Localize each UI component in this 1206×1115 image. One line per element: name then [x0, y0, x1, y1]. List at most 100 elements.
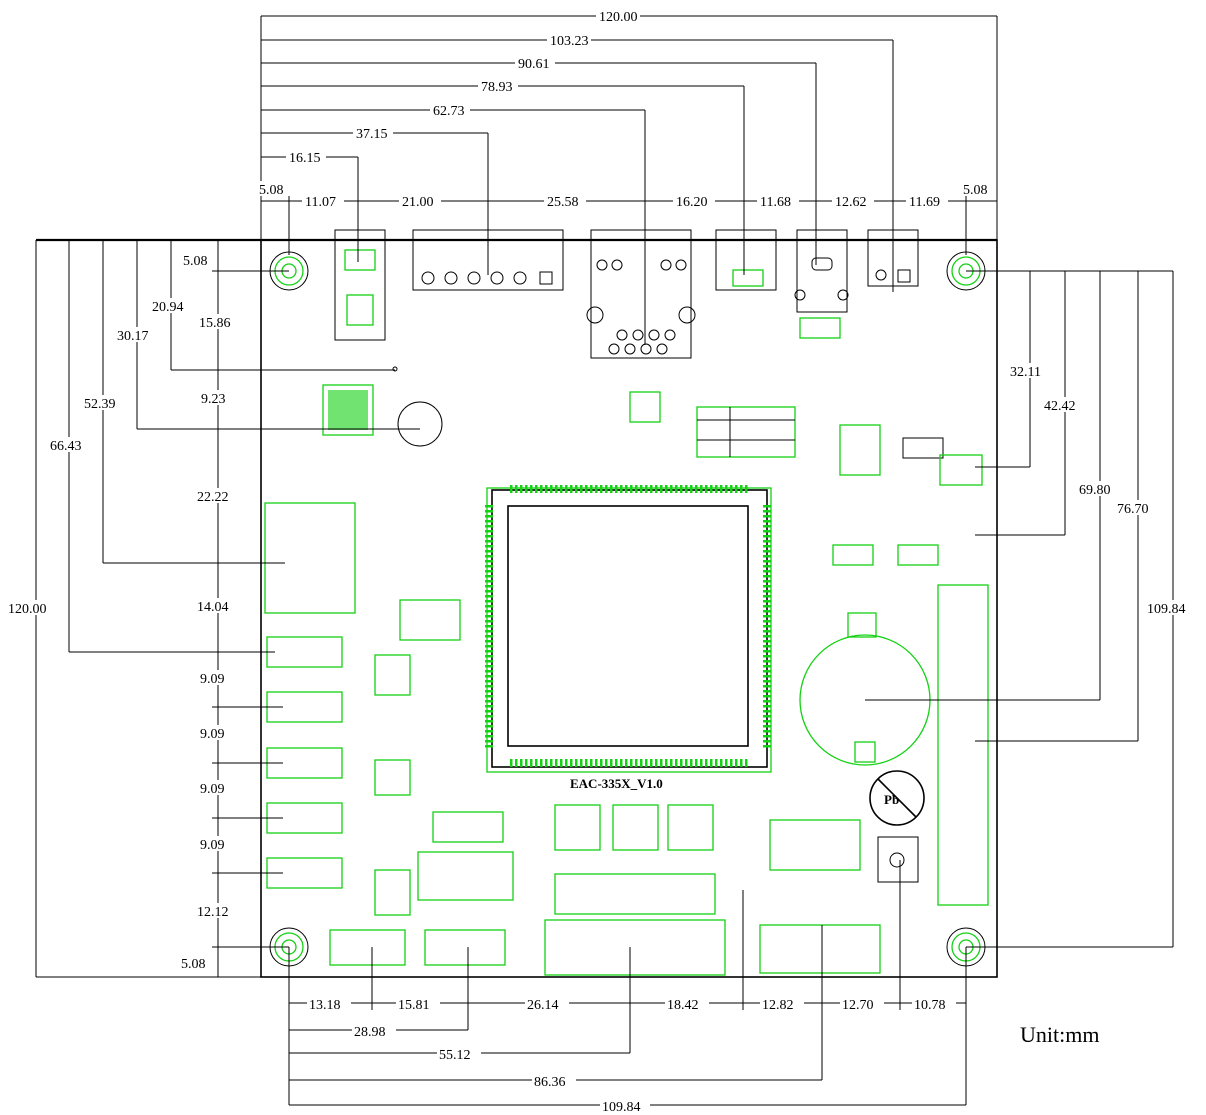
dim-label: 5.08 [181, 957, 206, 972]
chip-pin [485, 635, 493, 638]
chip-pin [485, 590, 493, 593]
dim-label: 28.98 [354, 1025, 386, 1040]
lead-free-symbol: Pb [869, 770, 925, 826]
chip-pin [645, 485, 648, 493]
chip-pin [763, 670, 771, 673]
chip-pin [530, 485, 533, 493]
dim-label: 12.70 [842, 998, 874, 1013]
chip-pin [745, 759, 748, 767]
chip-pin [655, 759, 658, 767]
chip-pin [485, 745, 493, 748]
chip-pin [763, 745, 771, 748]
chip-pin [763, 610, 771, 613]
chip-pin [680, 759, 683, 767]
chip-pin [763, 690, 771, 693]
chip-pin [615, 485, 618, 493]
chip-pin [695, 759, 698, 767]
chip-pin [700, 485, 703, 493]
chip-pin [763, 675, 771, 678]
chip-pin [510, 485, 513, 493]
chip-pin [525, 485, 528, 493]
chip-pin [763, 565, 771, 568]
dim-label: 22.22 [197, 490, 229, 505]
chip-pin [763, 640, 771, 643]
chip-pin [763, 585, 771, 588]
chip-pin [485, 675, 493, 678]
dimension-labels-right: 32.11 42.42 69.80 76.70 109.84 [1008, 363, 1199, 617]
chip-pin [575, 485, 578, 493]
power-jack [334, 229, 386, 341]
chip-pin [763, 525, 771, 528]
chip-pin [645, 759, 648, 767]
svg-text:Pb: Pb [884, 792, 899, 807]
chip-pin [763, 635, 771, 638]
chip-pin [763, 735, 771, 738]
dim-label: 32.11 [1010, 365, 1041, 380]
dimension-labels-bottom: 28.98 55.12 86.36 109.84 [352, 1023, 650, 1115]
chip-pin [610, 759, 613, 767]
chip-pin [485, 565, 493, 568]
chip-pin [670, 759, 673, 767]
chip-pin [763, 725, 771, 728]
chip-pin [763, 615, 771, 618]
chip-pin [650, 759, 653, 767]
chip-pin [485, 530, 493, 533]
dim-label: 13.18 [309, 998, 341, 1013]
chip-pin [485, 645, 493, 648]
dim-label: 16.15 [289, 151, 321, 166]
chip-pin [630, 759, 633, 767]
chip-pin [715, 759, 718, 767]
chip-pin [635, 485, 638, 493]
chip-pin [665, 485, 668, 493]
chip-pin [740, 759, 743, 767]
chip-pin [485, 665, 493, 668]
dim-label: 5.08 [963, 183, 988, 198]
chip-pin [485, 695, 493, 698]
chip-pin [520, 485, 523, 493]
chip-pin [763, 710, 771, 713]
chip-pin [763, 570, 771, 573]
dim-label: 9.09 [200, 838, 225, 853]
dim-label: 16.20 [676, 195, 708, 210]
chip-pin [710, 485, 713, 493]
chip-pin [763, 740, 771, 743]
chip-pin [550, 485, 553, 493]
chip-pin [640, 485, 643, 493]
chip-pin [660, 759, 663, 767]
dim-label: 103.23 [550, 34, 589, 49]
chip-pin [595, 759, 598, 767]
chip-pin [555, 759, 558, 767]
dim-label: 52.39 [84, 397, 116, 412]
chip-pin [595, 485, 598, 493]
chip-pin [735, 759, 738, 767]
chip-pin [680, 485, 683, 493]
dim-label: 76.70 [1117, 502, 1149, 517]
chip-pin [520, 759, 523, 767]
components: Pb [264, 366, 989, 976]
chip-pin [705, 485, 708, 493]
dim-label: 11.69 [909, 195, 940, 210]
chip-pin [675, 759, 678, 767]
chip-pin [763, 700, 771, 703]
dim-label: 5.08 [259, 183, 284, 198]
dim-label: 120.00 [599, 10, 638, 25]
chip-pin [485, 535, 493, 538]
chip-pin [485, 715, 493, 718]
chip-pin [590, 485, 593, 493]
chip-pin [725, 485, 728, 493]
chip-pin [485, 505, 493, 508]
chip-pin [485, 580, 493, 583]
chip-pin [485, 515, 493, 518]
chip-pin [540, 759, 543, 767]
unit-label: Unit:mm [1020, 1022, 1099, 1047]
chip-pin [650, 485, 653, 493]
chip-pin [485, 540, 493, 543]
chip-pin [565, 759, 568, 767]
chip-pin [570, 485, 573, 493]
board-label: EAC-335X_V1.0 [570, 776, 663, 791]
chip-pin [565, 485, 568, 493]
dim-label: 11.68 [760, 195, 791, 210]
dim-label: 9.09 [200, 782, 225, 797]
chip-pin [625, 485, 628, 493]
chip-pin [575, 759, 578, 767]
